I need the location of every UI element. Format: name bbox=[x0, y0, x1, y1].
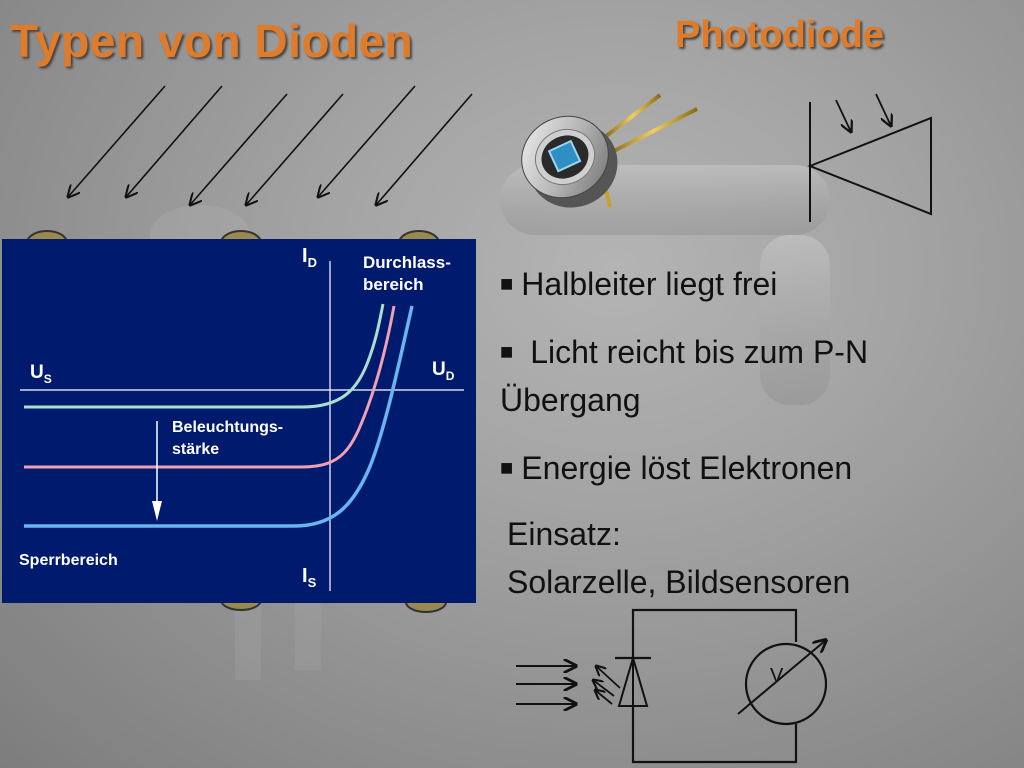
reverse-region-label: Sperrbereich bbox=[19, 552, 118, 569]
curve-dark bbox=[24, 303, 385, 409]
voltmeter-symbol: V bbox=[770, 665, 784, 687]
voltmeter-circle bbox=[744, 642, 828, 726]
characteristic-curves bbox=[20, 261, 464, 591]
usage-text: Solarzelle, Bildsensoren bbox=[507, 564, 851, 600]
bullet-square-icon: ■ bbox=[500, 455, 514, 480]
slide-title: Typen von Dioden bbox=[10, 15, 414, 67]
photodiode-component-image bbox=[521, 93, 698, 208]
axis-label-ud: UD bbox=[432, 359, 455, 383]
circuit-diagram: V bbox=[516, 608, 840, 764]
bullet-item-2: ■ Licht reicht bis zum P-N bbox=[500, 334, 869, 370]
axis-label-us: US bbox=[30, 362, 52, 386]
bullet-item-2-continuation: Übergang bbox=[500, 382, 641, 418]
curve-bright bbox=[24, 305, 414, 528]
photodiode-symbol bbox=[807, 93, 932, 222]
bullet-item-3: ■Energie löst Elektronen bbox=[500, 450, 853, 486]
curve-medium bbox=[24, 305, 396, 469]
illumination-label-1: Beleuchtungs- bbox=[172, 419, 284, 436]
forward-region-label-2: bereich bbox=[363, 275, 424, 294]
slide-subtitle: Photodiode bbox=[675, 14, 884, 56]
incident-light-arrows bbox=[0, 85, 473, 240]
illumination-label-2: stärke bbox=[172, 441, 220, 458]
axis-label-id: ID bbox=[302, 245, 317, 270]
bullet-square-icon: ■ bbox=[500, 339, 514, 364]
characteristic-curve-panel: ID Durchlass- bereich US UD Beleuchtungs… bbox=[2, 239, 476, 603]
bullet-item-1: ■Halbleiter liegt frei bbox=[500, 266, 778, 302]
usage-heading: Einsatz: bbox=[507, 516, 621, 552]
forward-region-label-1: Durchlass- bbox=[363, 253, 451, 272]
axis-label-is: IS bbox=[302, 565, 317, 590]
bullet-square-icon: ■ bbox=[500, 271, 514, 296]
